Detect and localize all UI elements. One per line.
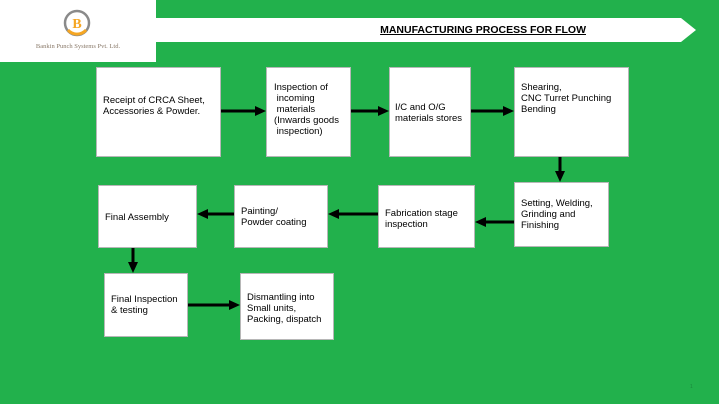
logo-letter: B [72,17,81,32]
page-title: MANUFACTURING PROCESS FOR FLOW [380,24,586,36]
step-stores: I/C and O/G materials stores [389,67,471,157]
step-receipt-label: Receipt of CRCA Sheet, Accessories & Pow… [103,95,205,117]
step-final-assembly: Final Assembly [98,185,197,248]
step-shearing: Shearing, CNC Turret Punching Bending [514,67,629,157]
logo-icon: B [63,9,91,37]
arrow-receipt-to-inspection [221,106,266,116]
step-painting: Painting/ Powder coating [234,185,328,248]
arrow-final-inspection-to-dismantling [188,300,240,310]
step-inspection-incoming-label: Inspection of incoming materials (Inward… [274,82,339,137]
arrow-assembly-to-final-inspection [128,248,138,273]
step-final-inspection-label: Final Inspection & testing [111,294,178,316]
step-dismantling: Dismantling into Small units, Packing, d… [240,273,334,340]
step-receipt: Receipt of CRCA Sheet, Accessories & Pow… [96,67,221,157]
arrow-fabrication-to-painting [328,209,378,219]
step-final-inspection: Final Inspection & testing [104,273,188,337]
step-stores-label: I/C and O/G materials stores [395,102,463,124]
step-setting-label: Setting, Welding, Grinding and Finishing [521,198,593,231]
title-banner [156,18,696,42]
step-fabrication-inspection: Fabrication stage inspection [378,185,475,248]
arrow-inspection-to-stores [351,106,389,116]
page-number: 1 [690,384,693,390]
step-painting-label: Painting/ Powder coating [241,206,307,228]
arrow-painting-to-assembly [197,209,234,219]
step-final-assembly-label: Final Assembly [105,212,169,223]
step-fabrication-inspection-label: Fabrication stage inspection [385,208,458,230]
arrow-shearing-to-setting [555,157,565,182]
step-setting: Setting, Welding, Grinding and Finishing [514,182,609,247]
arrow-stores-to-shearing [471,106,514,116]
company-name: Bankin Punch Systems Pvt. Ltd. [35,43,121,50]
step-shearing-label: Shearing, CNC Turret Punching Bending [521,82,612,115]
step-dismantling-label: Dismantling into Small units, Packing, d… [247,292,322,325]
arrow-setting-to-fabrication [475,217,514,227]
step-inspection-incoming: Inspection of incoming materials (Inward… [266,67,351,157]
company-logo: B Bankin Punch Systems Pvt. Ltd. [0,0,156,62]
